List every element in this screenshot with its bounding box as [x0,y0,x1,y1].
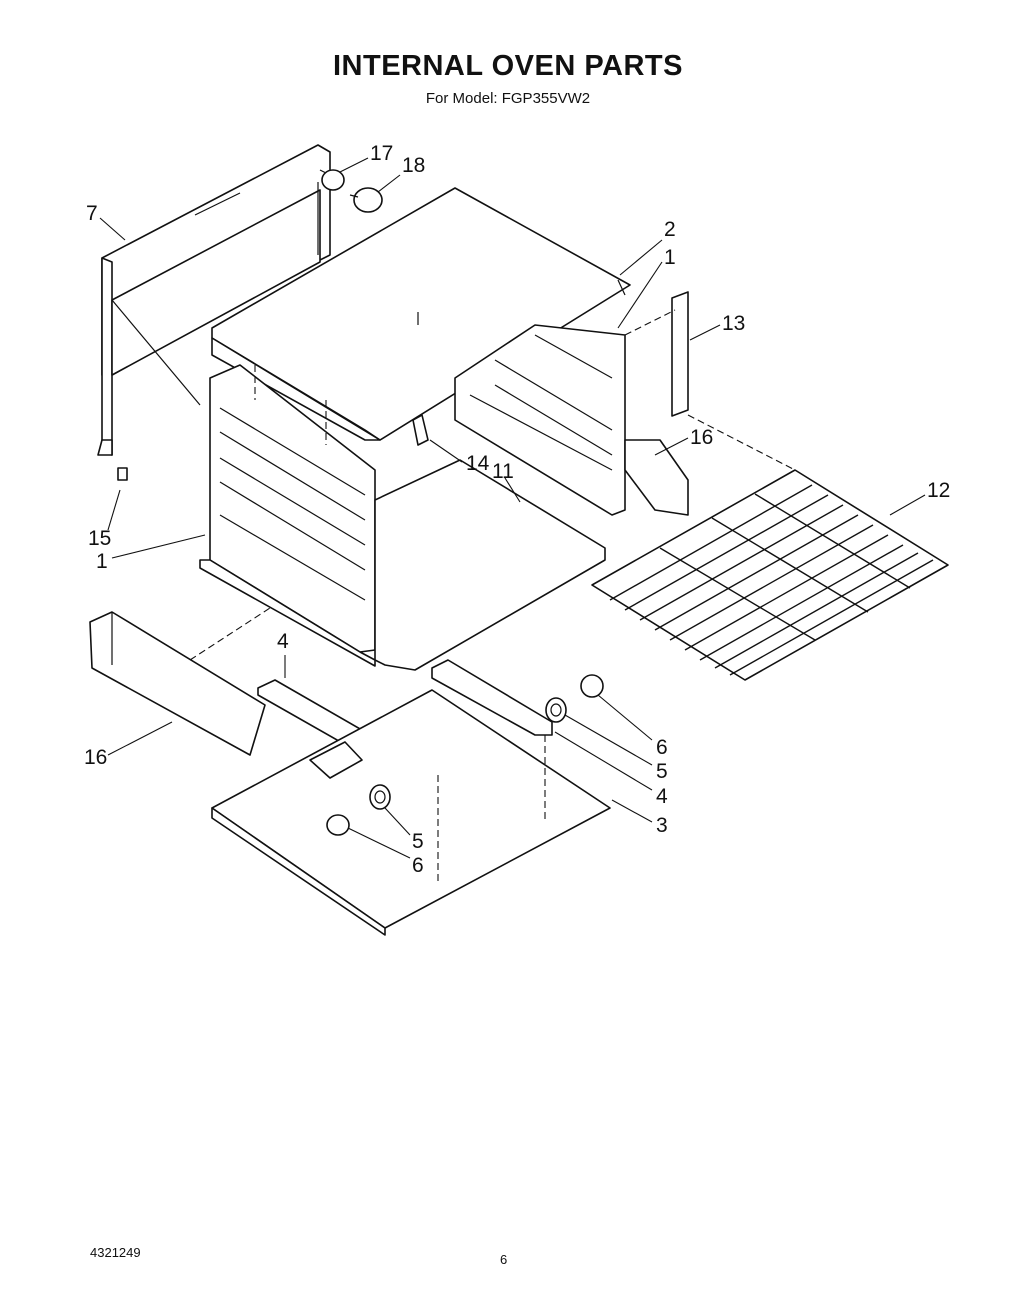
clip-part-14 [412,414,429,446]
callout-4-right: 4 [656,785,668,808]
callout-6-bottom: 6 [412,854,424,877]
callout-1-left: 1 [96,550,108,573]
front-rail-part-16-left [89,611,266,756]
callout-2: 2 [664,218,676,241]
callout-5-right: 5 [656,760,668,783]
rail-part-4-right [431,659,553,736]
lamp-socket-part-17 [321,169,345,191]
document-number: 4321249 [90,1245,141,1260]
callout-18: 18 [402,154,425,177]
model-subtitle: For Model: FGP355VW2 [425,90,591,107]
callout-5-bottom: 5 [412,830,424,853]
callout-16-right: 16 [690,426,713,449]
right-side-wall-part-1 [454,324,626,516]
callout-7: 7 [86,202,98,225]
left-side-wall-part-1 [199,364,376,667]
grommet-part-5-bottom [369,784,391,810]
callout-labels: 17 18 7 2 1 13 16 14 11 12 15 1 4 16 6 5… [84,142,950,877]
callout-12: 12 [927,479,950,502]
callout-15: 15 [88,527,111,550]
callout-14: 14 [466,452,490,475]
oven-bottom-part-11 [374,459,606,671]
alignment-lines [189,309,796,885]
grommet-part-5-right [545,697,567,723]
callout-13: 13 [722,312,745,335]
callout-6-right: 6 [656,736,668,759]
callout-16-left: 16 [84,746,107,769]
callout-17: 17 [370,142,393,165]
callout-11: 11 [492,460,514,483]
trim-strip-part-13 [671,291,689,417]
leader-lines [99,157,926,859]
bottom-pan-part-3 [211,689,611,936]
knob-part-6-right [580,674,604,698]
light-bulb-part-18 [349,187,383,213]
callout-4-top: 4 [277,630,289,653]
oven-rack-part-12 [591,469,949,681]
page-number: 6 [500,1252,508,1267]
page-title: INTERNAL OVEN PARTS [332,50,683,82]
callout-1-top: 1 [664,246,676,269]
callout-3: 3 [656,814,668,837]
side-rail-part-16-right [624,439,689,516]
back-panel-part-7 [97,144,331,456]
oven-top-part-2 [211,187,631,441]
knob-part-6-bottom [326,814,350,836]
fastener-part-15 [117,467,128,481]
